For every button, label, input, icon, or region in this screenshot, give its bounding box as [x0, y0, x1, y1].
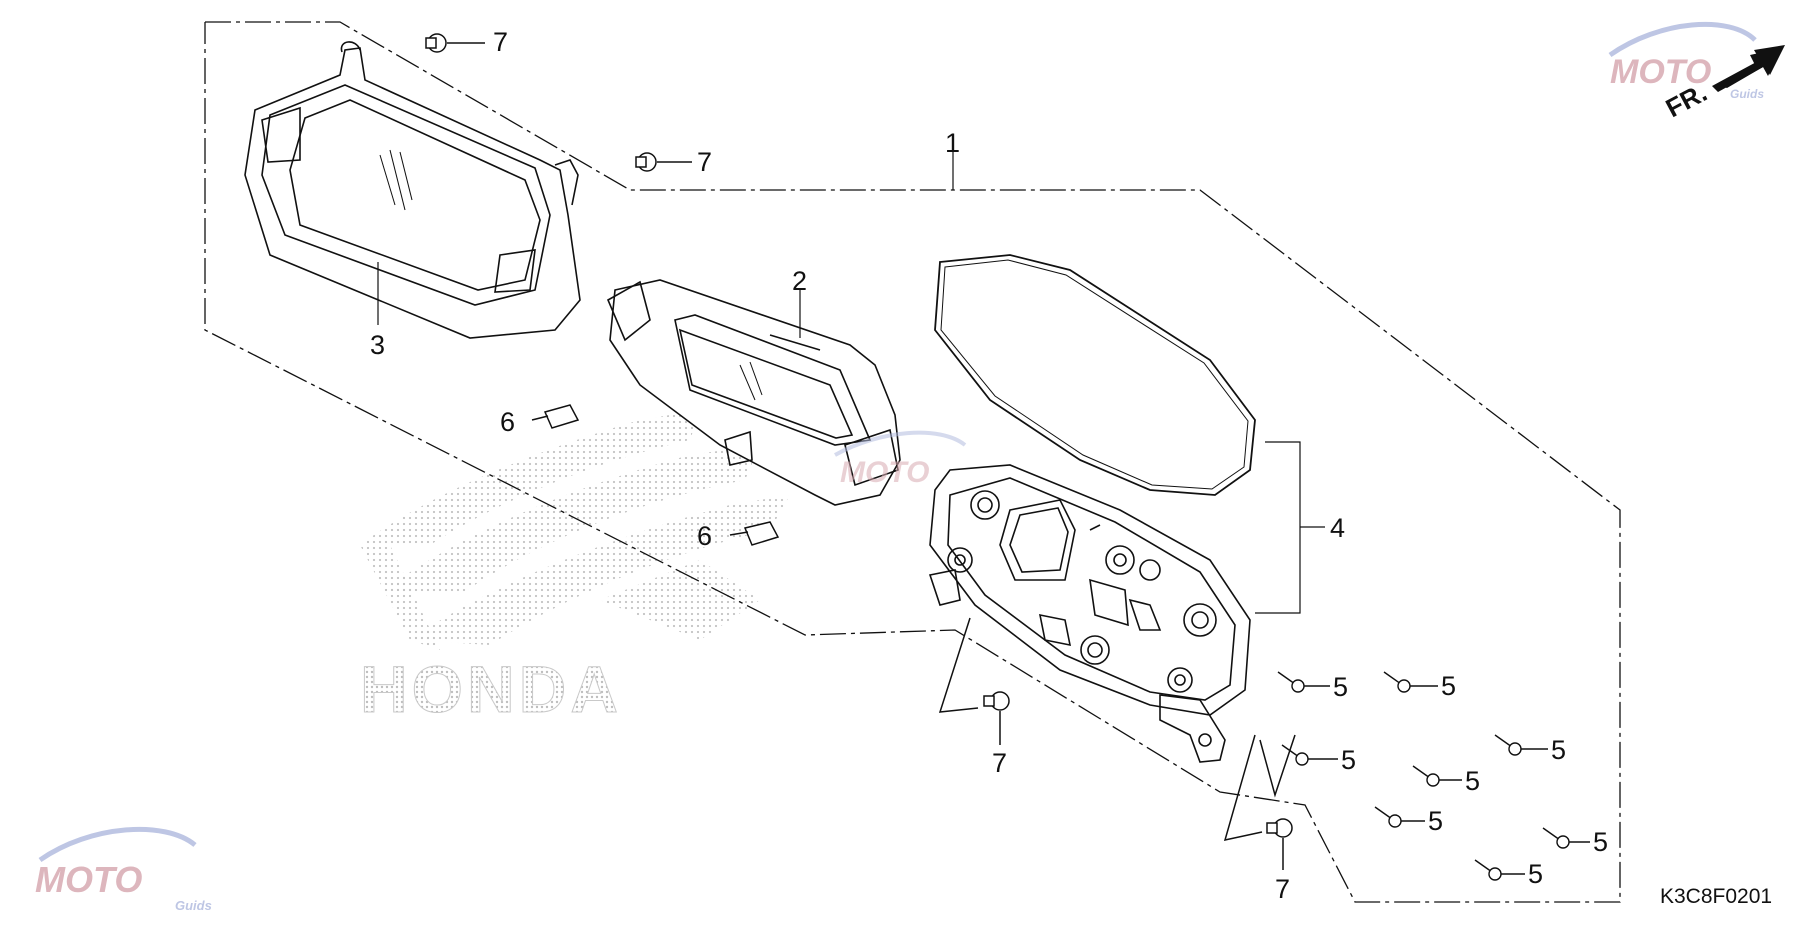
- callout-3: 3: [370, 330, 385, 360]
- screw-5-b: [1383, 671, 1438, 693]
- lower-case-part-4: [928, 464, 1251, 763]
- bolt-part-7-b: [635, 152, 692, 172]
- screw-5-c: [1281, 744, 1338, 766]
- meter-unit-part-2: [606, 279, 901, 506]
- honda-watermark: HONDA: [360, 410, 790, 727]
- callout-5-e: 5: [1551, 735, 1566, 765]
- moto-logo-center: MOTO: [834, 430, 967, 489]
- callout-1: 1: [945, 128, 960, 158]
- bolt-part-7-c: [938, 617, 1010, 745]
- diagram-code: K3C8F0201: [1660, 885, 1772, 908]
- leader-line-4: [1255, 441, 1301, 614]
- callout-5-g: 5: [1593, 827, 1608, 857]
- callout-7-c: 7: [992, 748, 1007, 778]
- upper-case-part-3: [244, 41, 581, 339]
- screw-5-d: [1412, 765, 1462, 787]
- bolt-part-7-a: [425, 33, 485, 53]
- moto-logo-sub-top: Guids: [1730, 87, 1764, 101]
- honda-watermark-text: HONDA: [360, 652, 622, 726]
- callout-5-b: 5: [1441, 671, 1456, 701]
- moto-logo-text-top: MOTO: [1610, 53, 1711, 91]
- callout-6-b: 6: [697, 521, 712, 551]
- moto-logo-text-center: MOTO: [840, 456, 929, 489]
- screw-part-5-group: [1277, 671, 1590, 881]
- callout-5-d: 5: [1465, 766, 1480, 796]
- callout-5-f: 5: [1428, 806, 1443, 836]
- screw-5-f: [1374, 806, 1425, 828]
- screw-5-a: [1277, 671, 1330, 693]
- moto-logo-top-right: MOTO Guids: [1608, 21, 1764, 101]
- moto-logo-bottom-left: MOTO Guids: [35, 826, 212, 913]
- screw-5-g: [1542, 827, 1590, 849]
- bolt-part-7-d: [1223, 734, 1296, 870]
- callout-5-a: 5: [1333, 672, 1348, 702]
- callout-7-a: 7: [493, 27, 508, 57]
- callout-5-h: 5: [1528, 859, 1543, 889]
- callout-2: 2: [792, 266, 807, 296]
- assembly-outline: [204, 21, 1621, 903]
- gasket-part-4: [934, 254, 1256, 496]
- screw-5-h: [1474, 859, 1525, 881]
- bulb-socket-part-6-b: [729, 521, 780, 546]
- callout-7-d: 7: [1275, 874, 1290, 904]
- screw-5-e: [1494, 734, 1548, 756]
- callout-6-a: 6: [500, 407, 515, 437]
- bulb-socket-part-6-a: [531, 404, 580, 429]
- moto-logo-sub-bottom: Guids: [175, 898, 212, 913]
- callout-5-c: 5: [1341, 745, 1356, 775]
- callout-7-b: 7: [697, 147, 712, 177]
- moto-logo-text-bottom: MOTO: [35, 859, 142, 900]
- callout-4: 4: [1330, 513, 1345, 543]
